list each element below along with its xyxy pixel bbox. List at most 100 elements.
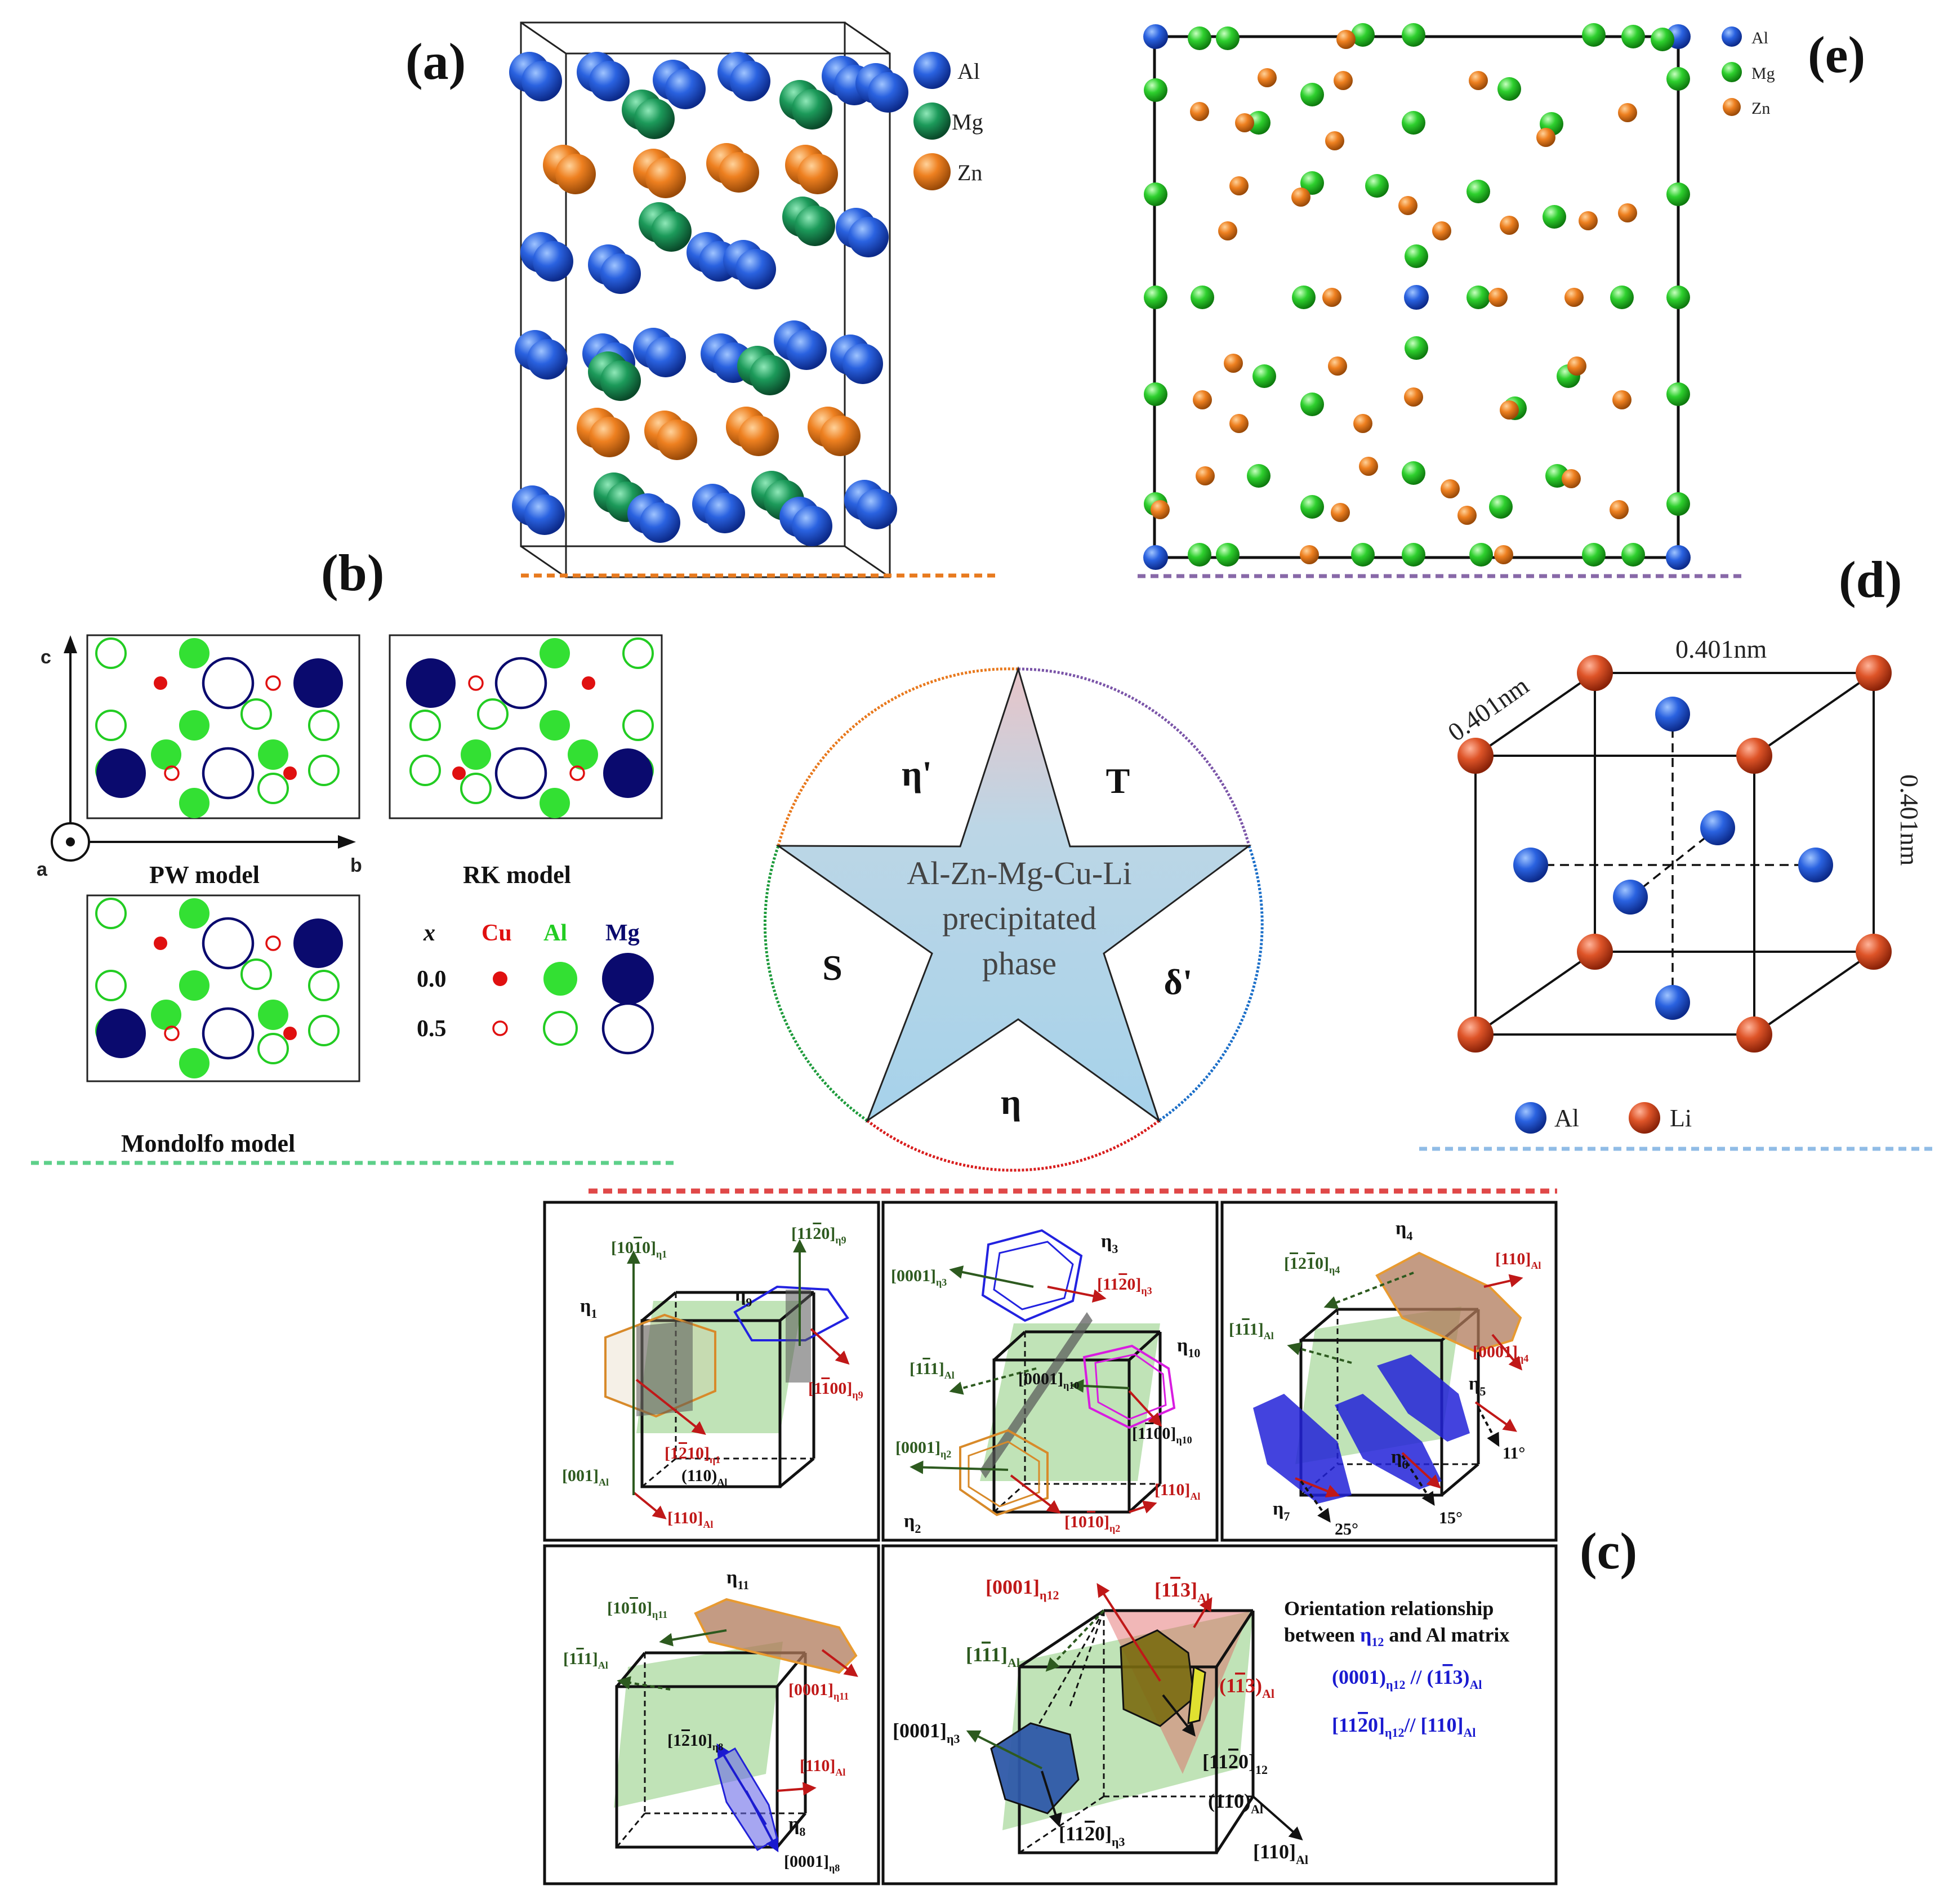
svg-text:[1100]η9: [1100]η9	[808, 1379, 863, 1401]
axes-b	[51, 635, 356, 862]
atom	[786, 329, 827, 370]
atom-zn	[1193, 390, 1212, 409]
atom-mg	[202, 747, 255, 800]
legend-label-mg: Mg	[952, 109, 983, 135]
atom-al	[240, 958, 272, 990]
phase-eta: η	[1001, 1082, 1021, 1122]
atom-zn	[1353, 414, 1372, 433]
legend-label-al: Al	[1554, 1104, 1579, 1132]
relationship-title-2: between η12 and Al matrix	[1284, 1624, 1509, 1649]
atom-al	[568, 739, 598, 770]
atom-zn	[1235, 113, 1254, 132]
svg-text:[1120]η9: [1120]η9	[791, 1224, 846, 1246]
svg-text:η10: η10	[1177, 1335, 1200, 1360]
atom-cu	[154, 676, 167, 690]
atom-al	[622, 710, 654, 741]
star-shape	[775, 666, 1252, 1123]
atom	[795, 206, 835, 246]
atom-al	[258, 1000, 288, 1030]
panel-c: (c) η1 η9 [101	[543, 1201, 1637, 1885]
atom-zn	[1562, 469, 1581, 488]
atom-zn	[1334, 71, 1353, 90]
svg-text:(110)Al: (110)Al	[681, 1466, 727, 1488]
atom-al	[622, 637, 654, 669]
atom-al	[409, 755, 441, 786]
atom-cu	[164, 765, 180, 781]
atom-al	[179, 1048, 209, 1078]
atom-zn	[1151, 500, 1170, 519]
atom-cu	[265, 675, 281, 691]
atom-zn	[1328, 356, 1347, 376]
legend-swatch-al	[1722, 26, 1742, 47]
atom-mg	[96, 1009, 146, 1058]
atom-mg	[1405, 244, 1428, 268]
atom-al	[1666, 545, 1691, 570]
legend-swatch-li	[1629, 1102, 1660, 1134]
svg-text:η1: η1	[580, 1296, 597, 1321]
mondolfo-model-label: Mondolfo model	[121, 1130, 295, 1157]
panel-b: (b) c a b PW model RK model Mondolfo mod…	[31, 544, 676, 1165]
svg-text:[110]Al: [110]Al	[800, 1756, 845, 1778]
atom	[521, 61, 562, 101]
atom-zn	[1300, 545, 1319, 564]
atom-al	[540, 710, 570, 741]
atom	[868, 72, 908, 113]
svg-text:[0001]η11: [0001]η11	[788, 1680, 849, 1702]
atom-mg	[1469, 543, 1493, 567]
atom-al	[460, 773, 492, 804]
svg-text:[1120]η3: [1120]η3	[1059, 1822, 1125, 1849]
legend-label-mg: Mg	[1751, 64, 1775, 83]
atom-mg	[1666, 182, 1690, 206]
sub-panel-c2: η3 η10 η2 [0001]η3 [1120]η3 [111]Al [000…	[881, 1201, 1219, 1542]
atom-cu	[265, 935, 281, 951]
center-line-3: phase	[982, 945, 1057, 982]
atom-layers-a	[509, 52, 908, 546]
atom-al	[151, 1000, 181, 1030]
atom-zn	[1618, 103, 1637, 122]
atom-mg	[1666, 67, 1690, 91]
atom-al	[1143, 545, 1168, 570]
atom	[719, 152, 759, 193]
svg-text:[1010]η2: [1010]η2	[1064, 1513, 1120, 1534]
svg-text:(110)Al: (110)Al	[1208, 1790, 1263, 1816]
legend-d: Al Li	[1515, 1102, 1692, 1134]
svg-text:[110]Al: [110]Al	[1253, 1840, 1308, 1867]
atom-mg	[293, 658, 343, 708]
atom-al	[409, 710, 441, 741]
center-line-2: precipitated	[942, 900, 1096, 937]
atom-zn	[1190, 102, 1209, 121]
svg-text:(113)Al: (113)Al	[1219, 1674, 1274, 1701]
center-line-1: Al-Zn-Mg-Cu-Li	[907, 855, 1132, 891]
atom-zn	[1432, 221, 1451, 240]
sub-panel-c1: η1 η9 [1010]η1 [1120]η9 [1100]η9 [1210]η…	[543, 1201, 880, 1542]
atom	[555, 154, 596, 194]
legend-table-b: x Cu Al Mg 0.0 0.5	[417, 920, 654, 1055]
rk-model-box	[389, 634, 663, 819]
sub-panel-c4: η11 η8 [1010]η11 [111]Al [0001]η11 [1210…	[543, 1544, 880, 1885]
phase-s: S	[822, 948, 843, 988]
svg-text:η5: η5	[1469, 1374, 1486, 1398]
swatch-cu-5	[492, 1020, 508, 1036]
dimension-top: 0.401nm	[1675, 635, 1767, 663]
atom-mg	[1621, 25, 1645, 48]
phase-eta-prime: η'	[902, 753, 932, 793]
atom-zn	[1612, 390, 1631, 409]
atom-zn	[1331, 503, 1350, 522]
svg-text:[0001]η8: [0001]η8	[784, 1852, 840, 1874]
atom-al	[179, 898, 209, 929]
atom	[527, 339, 568, 380]
atom-mg	[1144, 78, 1167, 102]
atom-al	[258, 739, 288, 770]
legend-label-al: Al	[957, 59, 980, 84]
atom	[600, 360, 641, 401]
arc-eta-prime	[777, 667, 1019, 846]
atom-al	[540, 638, 570, 668]
svg-text:[001]Al: [001]Al	[562, 1466, 609, 1488]
svg-text:[0001]η3: [0001]η3	[891, 1267, 947, 1288]
atom-zn	[1322, 288, 1341, 307]
atom	[857, 489, 897, 529]
angle-15: 15°	[1439, 1509, 1463, 1527]
atom-mg	[1666, 492, 1690, 516]
panel-label-e: (e)	[1808, 26, 1865, 83]
